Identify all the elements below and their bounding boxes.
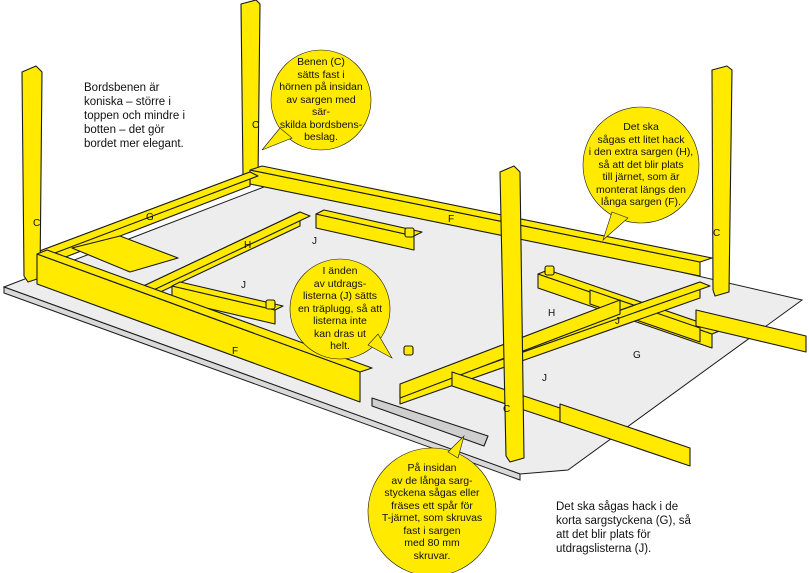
t-iron — [371, 397, 489, 447]
plug-j-front — [403, 345, 414, 356]
label-g-right: G — [633, 350, 641, 361]
slide-j-right-ext — [695, 309, 807, 353]
bubble-shapes — [261, 49, 700, 573]
wood-parts — [21, 0, 807, 467]
label-j-right: J — [615, 316, 620, 327]
label-g-left: G — [146, 212, 154, 223]
rail-f-front-top — [36, 249, 373, 373]
label-f-back: F — [448, 214, 454, 225]
bubble-notch-h-tail — [602, 211, 629, 241]
leg-back-right — [711, 65, 733, 297]
slide-j-far — [71, 235, 179, 273]
plug-j-right — [544, 265, 555, 276]
bubble-legs-mount-tail — [261, 127, 293, 151]
label-h-left: H — [244, 240, 251, 251]
bubble-plug-j-shape — [289, 258, 391, 360]
label-j-left: J — [241, 280, 246, 291]
bubble-legs-mount-shape — [270, 49, 372, 151]
bubble-plug-j-tail — [367, 333, 393, 359]
label-f-front: F — [232, 346, 238, 357]
note-short-frame: Det ska sågas hack i de korta sargstycke… — [556, 501, 691, 555]
bubble-groove-f-shape — [367, 447, 497, 573]
bubble-groove-f-tail — [447, 434, 465, 459]
label-j-back: J — [312, 236, 317, 247]
note-legs: Bordsbenen är koniska – större i toppen … — [84, 82, 186, 150]
label-c-front-left: C — [33, 218, 40, 229]
rail-f-back-top — [249, 165, 713, 263]
slide-j-front-ext — [559, 403, 691, 467]
leg-front-left — [21, 65, 43, 283]
slide-j-back-top — [315, 209, 423, 237]
leg-front-right — [499, 165, 525, 463]
label-c-back-right: C — [713, 228, 720, 239]
part-labels: C C C C G G H H F F J J J J — [33, 120, 720, 415]
table-top-board-edge — [3, 286, 521, 481]
plug-j-left — [265, 299, 276, 310]
label-h-right: H — [548, 308, 555, 319]
plug-j-back — [404, 227, 415, 238]
label-c-back-left: C — [252, 120, 259, 131]
label-c-front-right: C — [503, 404, 510, 415]
leg-back-left — [240, 0, 261, 181]
label-j-front: J — [542, 373, 547, 384]
bubble-notch-h-shape — [582, 106, 700, 224]
slide-j-left-top — [171, 281, 284, 311]
